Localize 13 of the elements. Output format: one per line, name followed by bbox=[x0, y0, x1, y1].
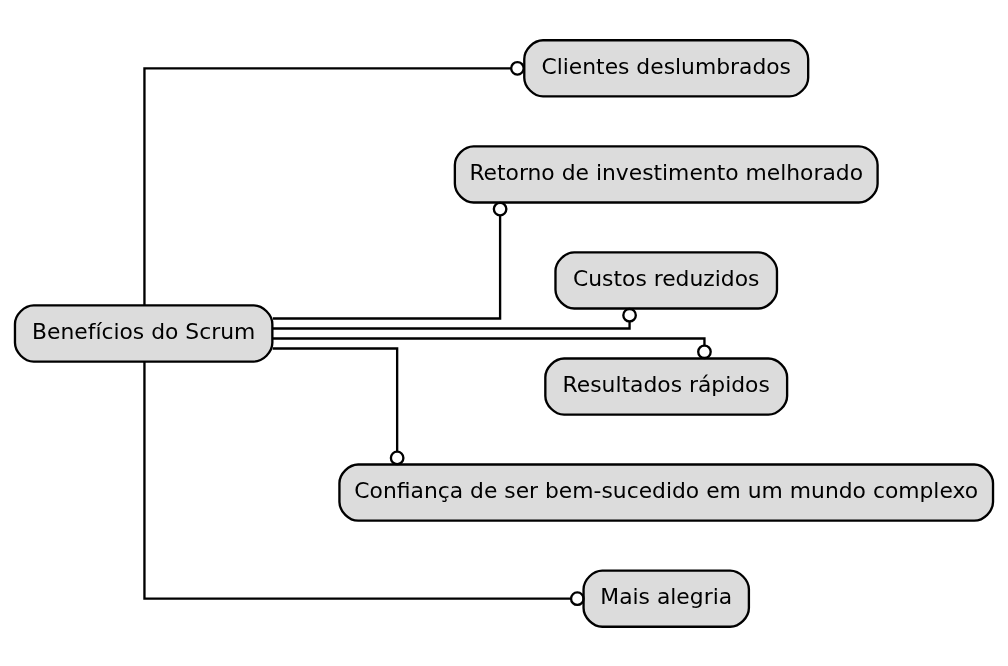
connector bbox=[272, 201, 508, 320]
connector bbox=[143, 361, 585, 606]
node-box: Custos reduzidos bbox=[554, 250, 779, 310]
node-box: Benefícios do Scrum bbox=[13, 303, 274, 363]
node-box: Mais alegria bbox=[582, 568, 751, 628]
connector bbox=[272, 346, 405, 465]
node-box: Clientes deslumbrados bbox=[523, 38, 810, 98]
node-box: Resultados rápidos bbox=[544, 356, 789, 416]
node-box: Confiança de ser bem-sucedido em um mundo complexo bbox=[338, 462, 995, 522]
connector bbox=[143, 60, 525, 305]
connector bbox=[273, 336, 712, 359]
connector bbox=[272, 307, 637, 330]
node-box: Retorno de investimento melhorado bbox=[453, 144, 879, 204]
